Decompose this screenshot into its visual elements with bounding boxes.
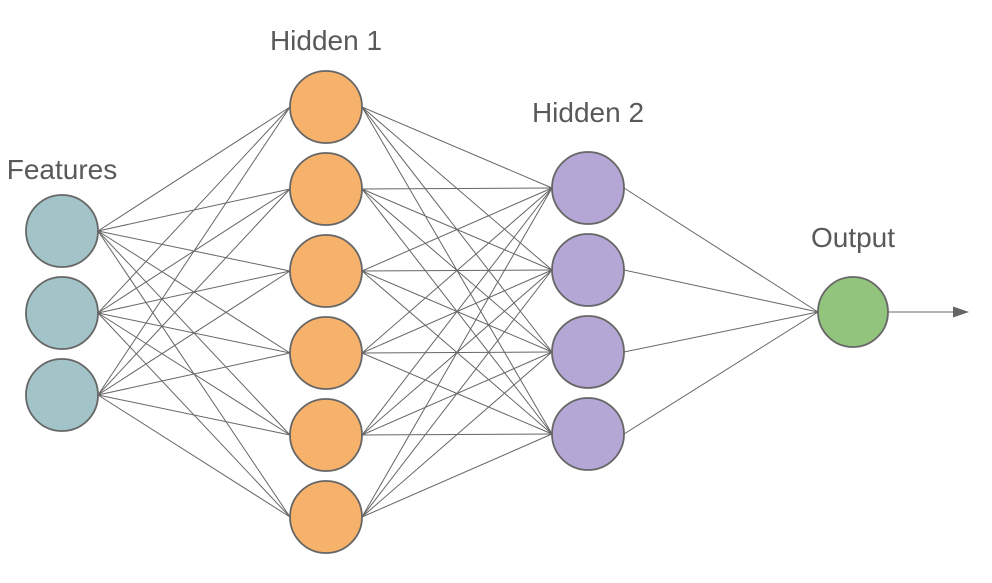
edge-hidden1-1-hidden2-1: [361, 106, 553, 189]
layer-label-output: Output: [811, 222, 895, 253]
edge-hidden1-6-hidden2-3: [361, 351, 553, 518]
node-features-2: [25, 276, 99, 350]
edge-features-2-hidden1-1: [97, 106, 291, 314]
edge-features-1-hidden1-1: [97, 106, 291, 232]
edge-hidden1-5-hidden2-1: [361, 187, 553, 436]
node-hidden1-1: [289, 70, 363, 144]
layer-labels: Features Hidden 1 Hidden 2 Output: [7, 25, 895, 253]
node-circles: [25, 70, 889, 554]
edge-hidden1-6-hidden2-1: [361, 187, 553, 518]
node-features-3: [25, 358, 99, 432]
layer-label-features: Features: [7, 154, 118, 185]
edge-hidden1-6-hidden2-2: [361, 269, 553, 518]
edge-hidden2-1-output-1: [623, 187, 819, 313]
layer-label-hidden1: Hidden 1: [270, 25, 382, 56]
edge-hidden2-3-output-1: [623, 311, 819, 353]
node-features-1: [25, 194, 99, 268]
edge-features-3-hidden1-4: [97, 352, 291, 396]
node-hidden1-4: [289, 316, 363, 390]
output-arrow: [888, 306, 969, 318]
edge-hidden1-4-hidden2-1: [361, 187, 553, 354]
edge-features-3-hidden1-1: [97, 106, 291, 396]
output-arrowhead-icon: [953, 306, 969, 318]
edge-features-3-hidden1-6: [97, 394, 291, 518]
edge-hidden2-4-output-1: [623, 311, 819, 435]
edge-hidden1-6-hidden2-4: [361, 433, 553, 518]
node-hidden1-5: [289, 398, 363, 472]
node-hidden1-2: [289, 152, 363, 226]
edge-features-3-hidden1-2: [97, 188, 291, 396]
node-hidden2-1: [551, 151, 625, 225]
edge-hidden2-2-output-1: [623, 269, 819, 313]
node-hidden1-6: [289, 480, 363, 554]
node-hidden2-4: [551, 397, 625, 471]
node-hidden2-2: [551, 233, 625, 307]
edge-features-3-hidden1-5: [97, 394, 291, 436]
node-hidden2-3: [551, 315, 625, 389]
node-hidden1-3: [289, 234, 363, 308]
node-output-1: [817, 276, 889, 348]
edge-hidden1-3-hidden2-1: [361, 187, 553, 272]
edge-hidden1-2-hidden2-1: [361, 187, 553, 190]
edge-lines: [97, 106, 819, 518]
edge-features-3-hidden1-3: [97, 270, 291, 396]
layer-label-hidden2: Hidden 2: [532, 97, 644, 128]
